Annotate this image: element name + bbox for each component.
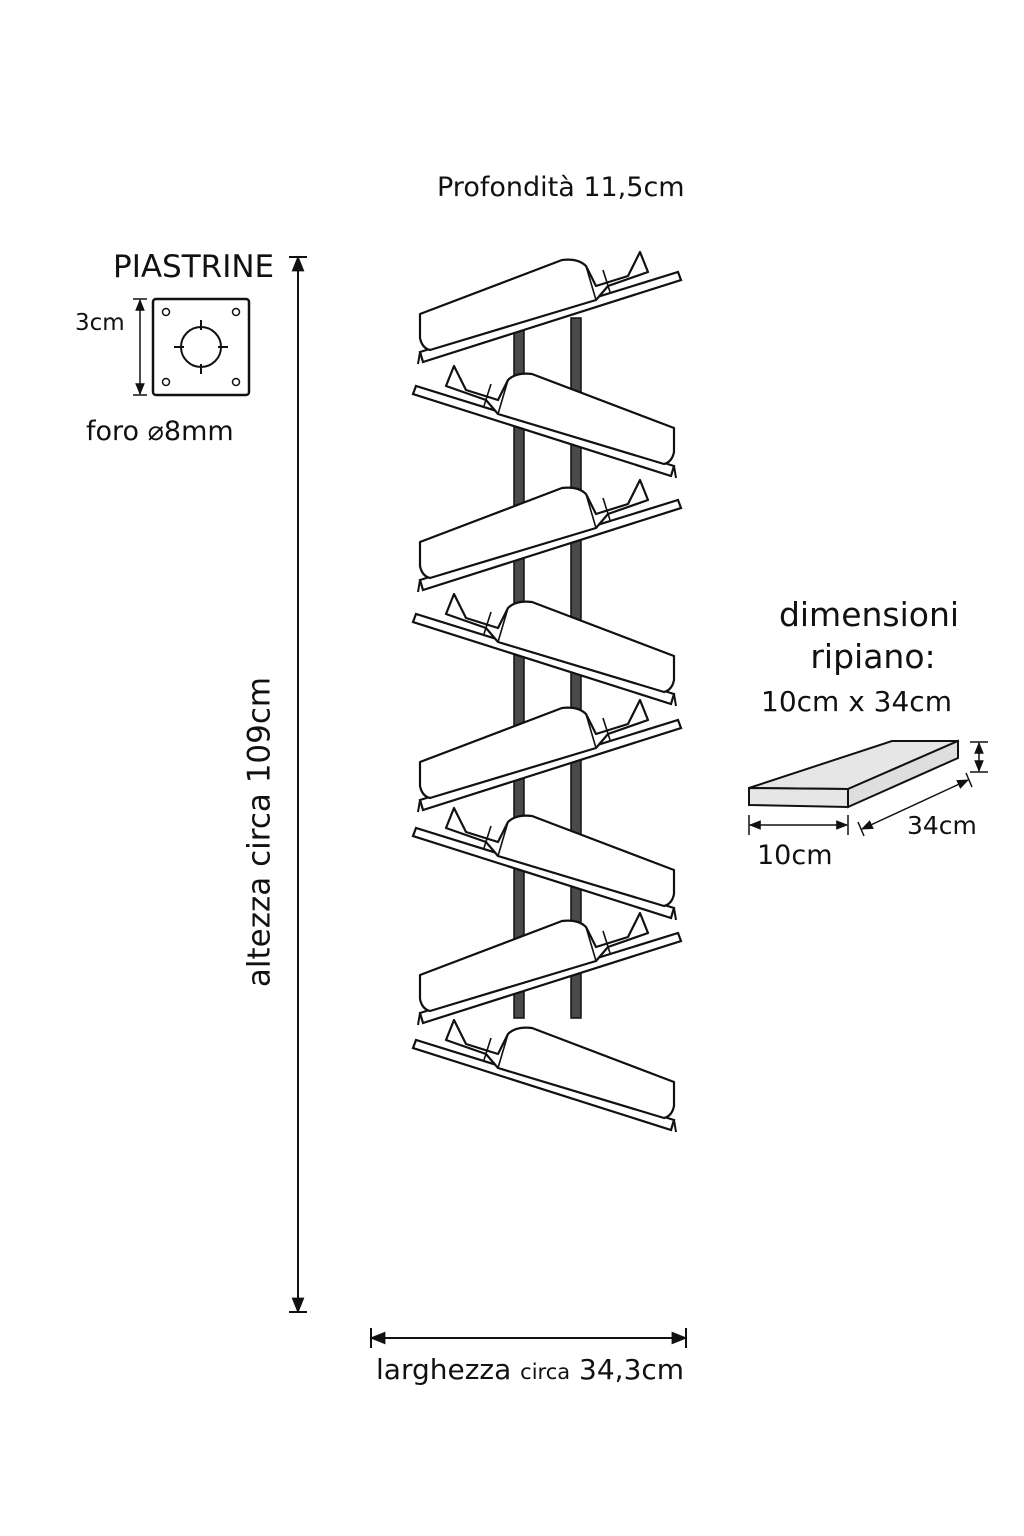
shelf-width-label: 10cm [757, 840, 833, 871]
bottle [444, 1018, 676, 1120]
shelf-width-dimension-line [748, 815, 849, 835]
shelf-title-line-2: ripiano: [810, 637, 936, 676]
bottle [444, 806, 676, 908]
plate-size-dimension-line [133, 298, 147, 396]
bottle-shelf-unit-right-tilt [411, 806, 677, 921]
width-dimension-line [369, 1328, 688, 1348]
bottles-and-shelves [411, 250, 683, 1133]
shelf-drawing [748, 739, 959, 809]
shelf-length-dimension-line [857, 772, 973, 837]
bottle-shelf-unit-right-tilt [411, 592, 677, 707]
plates-title: PIASTRINE [113, 249, 275, 285]
height-dimension-line [289, 255, 307, 1314]
bottle-shelf-unit-right-tilt [411, 1018, 677, 1133]
width-label-value: 34,3cm [579, 1353, 685, 1386]
depth-label: Profondità 11,5cm [437, 172, 685, 203]
width-label-circa: circa [520, 1360, 571, 1384]
bottle [418, 478, 650, 580]
width-label: larghezza circa 34,3cm [376, 1356, 684, 1384]
shelf-thickness-dimension-line [970, 741, 988, 773]
shelf-title-line-1: dimensioni [778, 595, 960, 634]
bottle [444, 592, 676, 694]
bottle-shelf-unit-left-tilt [417, 911, 683, 1026]
shelf-size-label: 10cm x 34cm [761, 685, 952, 718]
bottle-shelf-unit-left-tilt [417, 478, 683, 593]
bottle-shelf-unit-left-tilt [417, 250, 683, 365]
plate-hole-label: foro ⌀8mm [86, 416, 234, 447]
shelf-length-label: 34cm [907, 811, 977, 840]
bottle [418, 911, 650, 1013]
bottle [418, 250, 650, 352]
plate-size-label: 3cm [75, 310, 125, 336]
bottle-shelf-unit-left-tilt [417, 698, 683, 813]
width-label-main: larghezza [376, 1353, 512, 1386]
bottle [444, 364, 676, 466]
bottle-shelf-unit-right-tilt [411, 364, 677, 479]
bottle [418, 698, 650, 800]
height-label: altezza circa 109cm [241, 676, 278, 988]
plate-drawing [151, 297, 251, 397]
